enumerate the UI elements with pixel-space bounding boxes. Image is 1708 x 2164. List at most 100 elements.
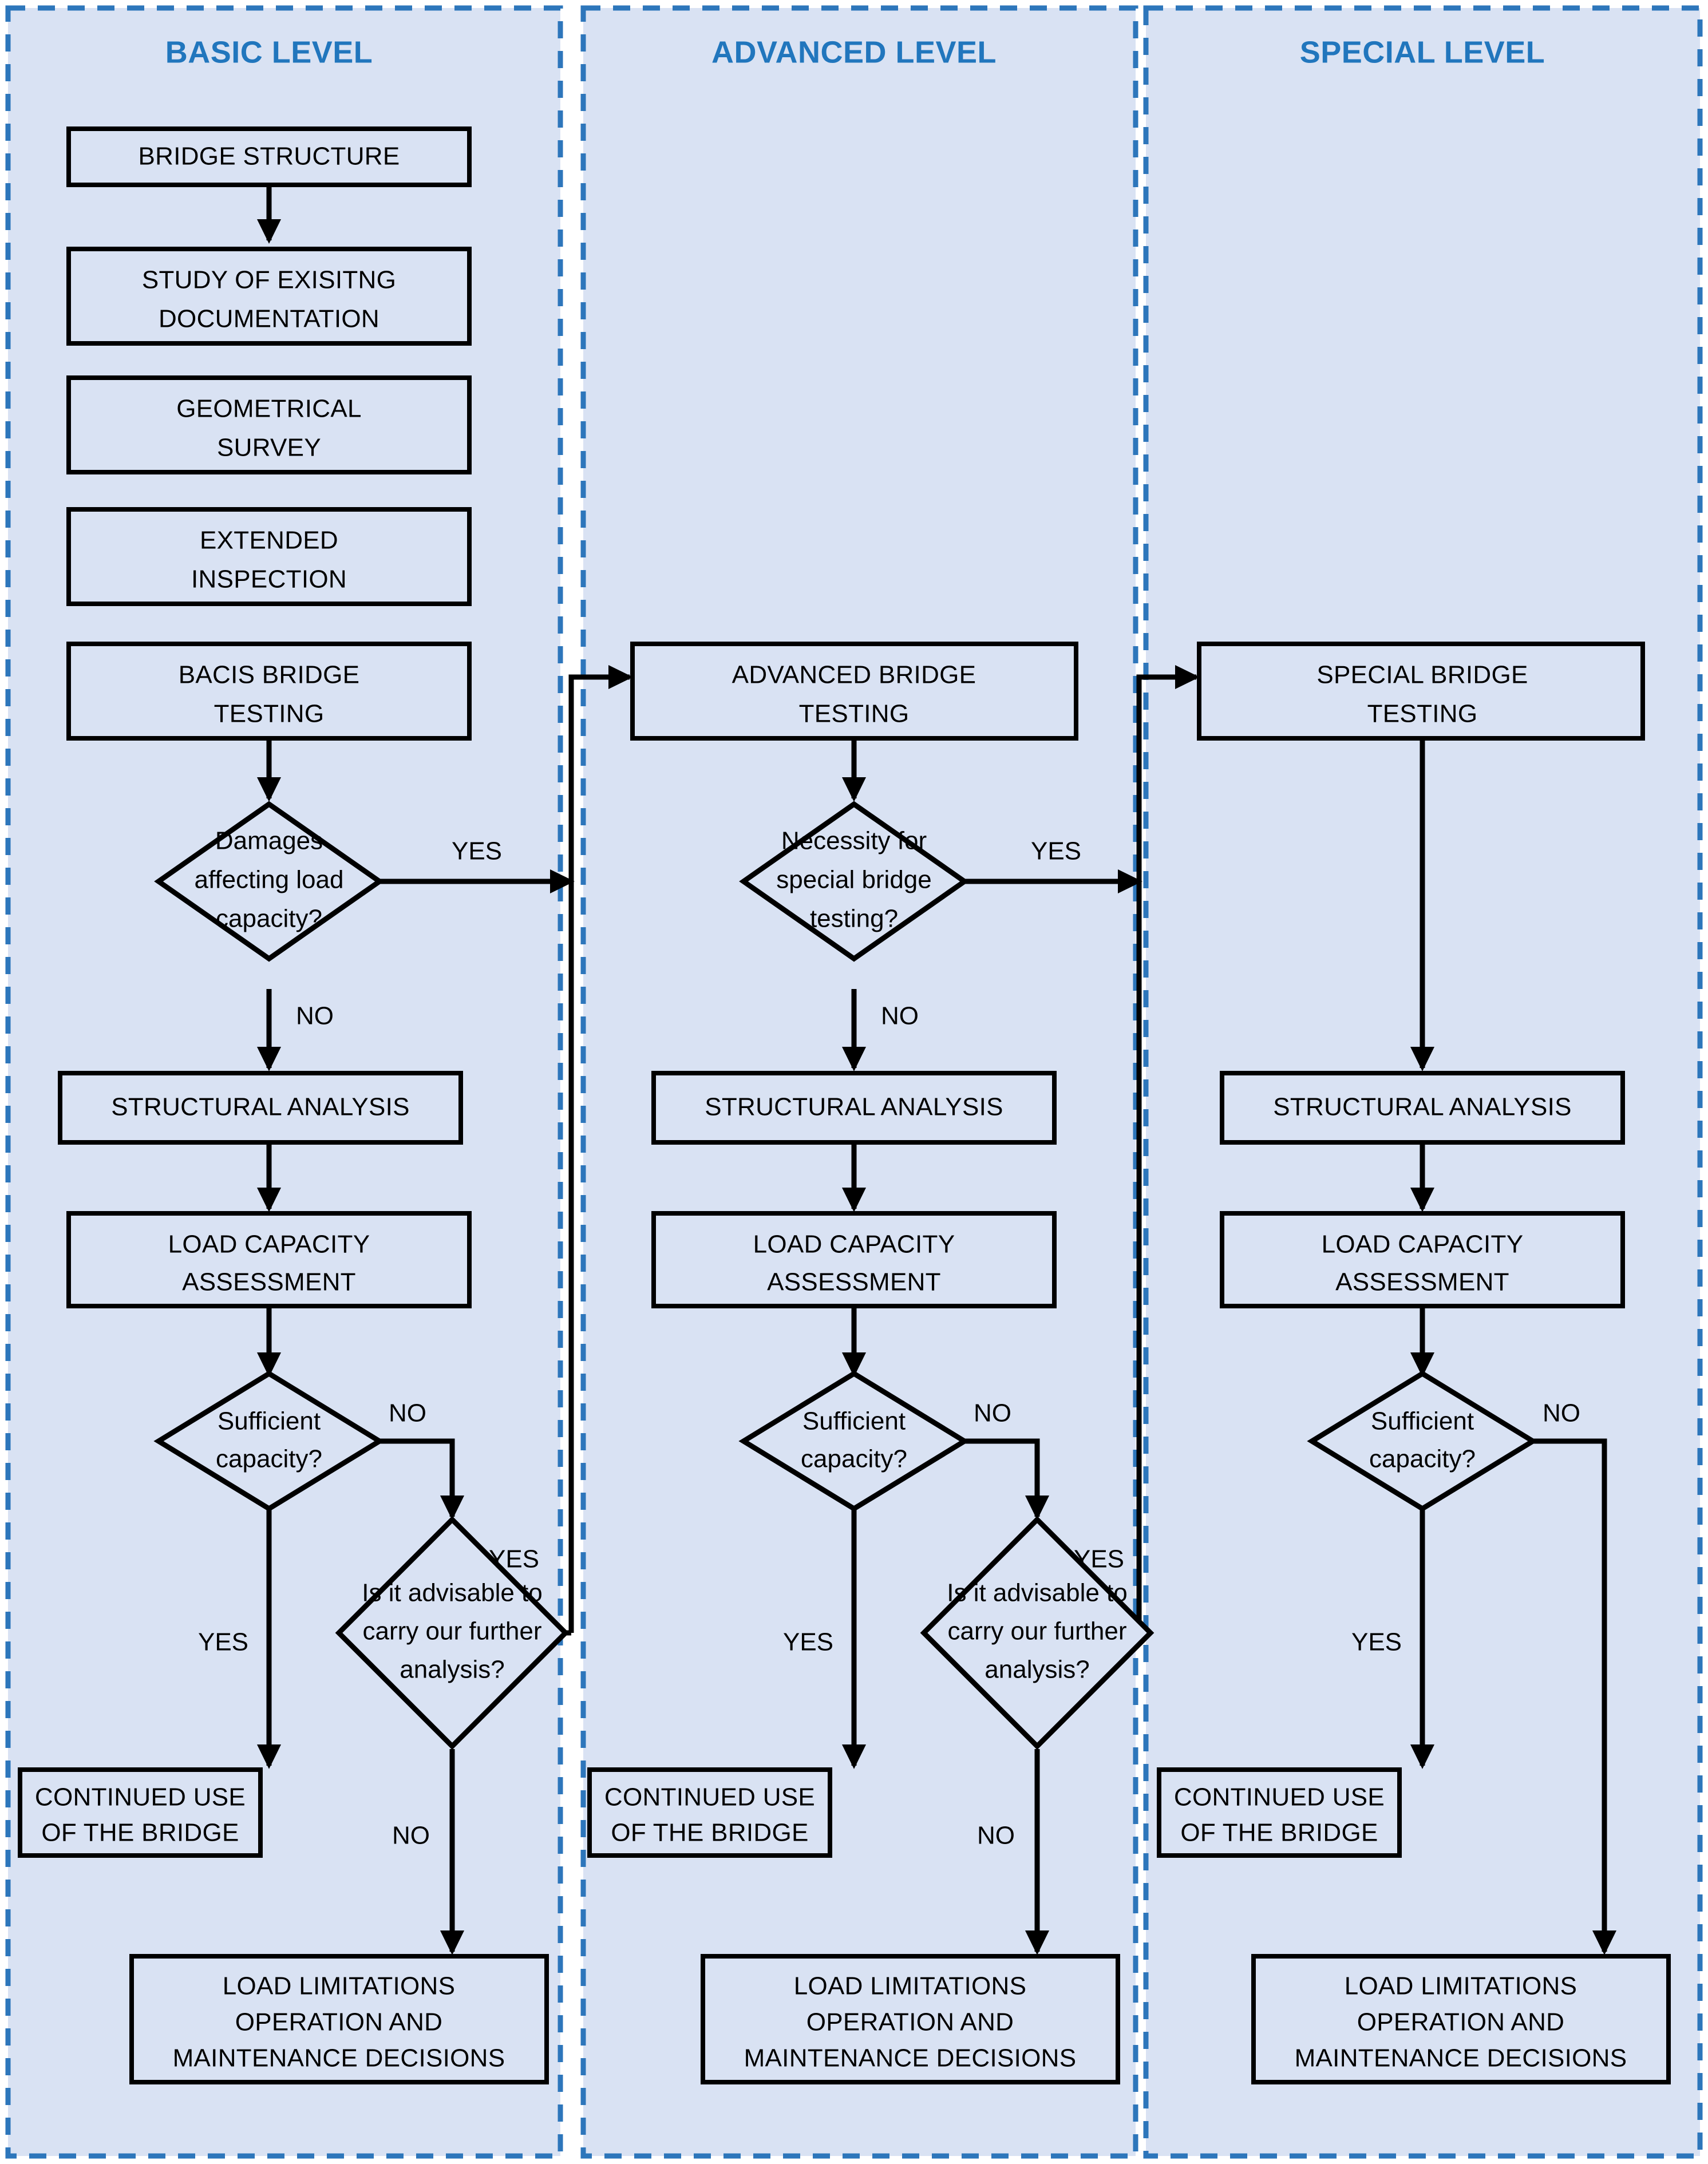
node-extended-inspection-line2: INSPECTION <box>191 565 347 594</box>
node-advanced-structural-analysis-line1: STRUCTURAL ANALYSIS <box>705 1093 1003 1121</box>
node-basic-bridge-testing[interactable]: BACIS BRIDGE TESTING <box>66 642 472 741</box>
node-basic-continued-use-line1: CONTINUED USE <box>35 1783 246 1811</box>
node-damages-decision-line2: affecting load <box>195 866 344 894</box>
node-advanced-sufficient-line1: Sufficient <box>802 1407 906 1435</box>
node-basic-bridge-testing-line2: TESTING <box>214 700 325 728</box>
node-special-load-capacity[interactable]: LOAD CAPACITY ASSESSMENT <box>1220 1211 1625 1308</box>
node-extended-inspection-line1: EXTENDED <box>200 527 338 555</box>
node-necessity-decision[interactable]: Necessity for special bridge testing? <box>739 801 969 962</box>
edge-label-advanced-sufficient-yes: YES <box>783 1628 833 1656</box>
node-damages-decision-line3: capacity? <box>216 905 322 933</box>
node-special-bridge-testing-line2: TESTING <box>1367 700 1478 728</box>
node-basic-structural-analysis-line1: STRUCTURAL ANALYSIS <box>111 1093 410 1121</box>
node-basic-advisable-line2: carry our further <box>363 1617 542 1645</box>
panel-special-title: SPECIAL LEVEL <box>1300 35 1545 69</box>
node-basic-load-capacity-line2: ASSESSMENT <box>182 1268 356 1296</box>
edge-label-special-sufficient-yes: YES <box>1351 1628 1402 1656</box>
node-special-load-capacity-line1: LOAD CAPACITY <box>1322 1231 1524 1259</box>
node-advanced-advisable-decision[interactable]: Is it advisable to carry our further ana… <box>920 1516 1155 1750</box>
edge-label-special-sufficient-no: NO <box>1543 1399 1580 1427</box>
node-special-load-limitations[interactable]: LOAD LIMITATIONS OPERATION AND MAINTENAN… <box>1251 1954 1671 2084</box>
edge-label-necessity-no: NO <box>881 1002 919 1030</box>
node-special-structural-analysis-line1: STRUCTURAL ANALYSIS <box>1273 1093 1572 1121</box>
edge-label-advanced-advisable-no: NO <box>977 1822 1015 1850</box>
node-basic-load-capacity-line1: LOAD CAPACITY <box>168 1231 370 1259</box>
edge-label-damages-no: NO <box>296 1002 334 1030</box>
node-special-continued-use[interactable]: CONTINUED USE OF THE BRIDGE <box>1157 1767 1402 1858</box>
node-special-continued-use-line2: OF THE BRIDGE <box>1180 1819 1378 1847</box>
node-damages-decision-line1: Damages <box>215 827 323 855</box>
edge-label-damages-yes: YES <box>452 837 502 865</box>
node-basic-advisable-line3: analysis? <box>400 1656 504 1684</box>
node-study-documentation-line1: STUDY OF EXISITNG <box>142 266 396 294</box>
node-special-load-limitations-line3: MAINTENANCE DECISIONS <box>1295 2044 1627 2072</box>
node-advanced-load-limitations[interactable]: LOAD LIMITATIONS OPERATION AND MAINTENAN… <box>701 1954 1120 2084</box>
node-study-documentation[interactable]: STUDY OF EXISITNG DOCUMENTATION <box>66 247 472 346</box>
edge-label-basic-advisable-no: NO <box>392 1822 430 1850</box>
edge-label-basic-sufficient-yes: YES <box>198 1628 248 1656</box>
node-advanced-advisable-line2: carry our further <box>948 1617 1127 1645</box>
edge-label-advanced-sufficient-no: NO <box>974 1399 1011 1427</box>
edge-riser-basic-to-advanced-testing <box>568 664 633 1633</box>
node-necessity-line2: special bridge <box>776 866 932 894</box>
panel-basic-title: BASIC LEVEL <box>165 35 373 69</box>
edge-label-necessity-yes: YES <box>1031 837 1081 865</box>
node-special-load-capacity-line2: ASSESSMENT <box>1335 1268 1509 1296</box>
edge-label-basic-advisable-yes: YES <box>489 1545 539 1573</box>
node-necessity-line1: Necessity for <box>781 827 927 855</box>
edge-riser-advanced-to-special-testing <box>1136 664 1200 1633</box>
node-special-bridge-testing-line1: SPECIAL BRIDGE <box>1316 661 1528 689</box>
node-geometrical-survey[interactable]: GEOMETRICAL SURVEY <box>66 375 472 474</box>
node-advanced-continued-use[interactable]: CONTINUED USE OF THE BRIDGE <box>587 1767 832 1858</box>
node-basic-load-limitations-line3: MAINTENANCE DECISIONS <box>173 2044 505 2072</box>
node-special-sufficient-line1: Sufficient <box>1371 1407 1474 1435</box>
node-study-documentation-line2: DOCUMENTATION <box>159 305 379 333</box>
node-basic-continued-use[interactable]: CONTINUED USE OF THE BRIDGE <box>18 1767 263 1858</box>
node-advanced-structural-analysis[interactable]: STRUCTURAL ANALYSIS <box>651 1071 1057 1145</box>
node-advanced-load-capacity[interactable]: LOAD CAPACITY ASSESSMENT <box>651 1211 1057 1308</box>
edge-adv-sufficient-no-to-advisable <box>964 1438 1050 1520</box>
node-necessity-line3: testing? <box>810 905 898 933</box>
node-basic-load-limitations-line1: LOAD LIMITATIONS <box>223 1972 456 2000</box>
node-special-bridge-testing[interactable]: SPECIAL BRIDGE TESTING <box>1197 642 1645 741</box>
node-advanced-load-limitations-line1: LOAD LIMITATIONS <box>794 1972 1027 2000</box>
node-basic-bridge-testing-line1: BACIS BRIDGE <box>179 661 360 689</box>
node-advanced-sufficient-decision[interactable]: Sufficient capacity? <box>738 1370 970 1512</box>
node-basic-load-limitations-line2: OPERATION AND <box>235 2008 442 2036</box>
edge-label-basic-sufficient-no: NO <box>389 1399 426 1427</box>
node-bridge-structure[interactable]: BRIDGE STRUCTURE <box>66 126 472 187</box>
node-advanced-advisable-line3: analysis? <box>985 1656 1089 1684</box>
node-geometrical-survey-line2: SURVEY <box>217 434 321 462</box>
node-special-load-limitations-line2: OPERATION AND <box>1357 2008 1564 2036</box>
node-special-structural-analysis[interactable]: STRUCTURAL ANALYSIS <box>1220 1071 1625 1145</box>
node-basic-structural-analysis[interactable]: STRUCTURAL ANALYSIS <box>58 1071 463 1145</box>
node-special-continued-use-line1: CONTINUED USE <box>1174 1783 1385 1811</box>
node-advanced-bridge-testing[interactable]: ADVANCED BRIDGE TESTING <box>630 642 1078 741</box>
edge-spec-sufficient-no-to-limitations <box>1533 1438 1617 1955</box>
node-advanced-advisable-line1: Is it advisable to <box>947 1579 1128 1607</box>
panel-advanced-title: ADVANCED LEVEL <box>711 35 997 69</box>
node-basic-advisable-decision[interactable]: Is it advisable to carry our further ana… <box>335 1516 570 1750</box>
edge-label-advanced-advisable-yes: YES <box>1074 1545 1124 1573</box>
node-advanced-bridge-testing-line2: TESTING <box>799 700 910 728</box>
node-basic-continued-use-line2: OF THE BRIDGE <box>41 1819 239 1847</box>
node-advanced-load-capacity-line2: ASSESSMENT <box>767 1268 941 1296</box>
edge-sufficient-no-to-advisable <box>379 1438 465 1520</box>
node-basic-load-capacity[interactable]: LOAD CAPACITY ASSESSMENT <box>66 1211 472 1308</box>
node-special-load-limitations-line1: LOAD LIMITATIONS <box>1345 1972 1577 2000</box>
node-basic-sufficient-line1: Sufficient <box>218 1407 321 1435</box>
node-bridge-structure-line1: BRIDGE STRUCTURE <box>138 143 400 171</box>
node-special-sufficient-decision[interactable]: Sufficient capacity? <box>1307 1370 1538 1512</box>
node-basic-advisable-line1: Is it advisable to <box>362 1579 543 1607</box>
node-special-sufficient-line2: capacity? <box>1369 1445 1476 1473</box>
node-advanced-load-limitations-line2: OPERATION AND <box>806 2008 1014 2036</box>
node-advanced-continued-use-line2: OF THE BRIDGE <box>611 1819 808 1847</box>
node-extended-inspection[interactable]: EXTENDED INSPECTION <box>66 507 472 606</box>
node-damages-decision[interactable]: Damages affecting load capacity? <box>154 801 384 962</box>
node-basic-load-limitations[interactable]: LOAD LIMITATIONS OPERATION AND MAINTENAN… <box>129 1954 549 2084</box>
node-geometrical-survey-line1: GEOMETRICAL <box>176 395 362 423</box>
node-basic-sufficient-line2: capacity? <box>216 1445 322 1473</box>
node-basic-sufficient-decision[interactable]: Sufficient capacity? <box>153 1370 385 1512</box>
node-advanced-sufficient-line2: capacity? <box>801 1445 907 1473</box>
